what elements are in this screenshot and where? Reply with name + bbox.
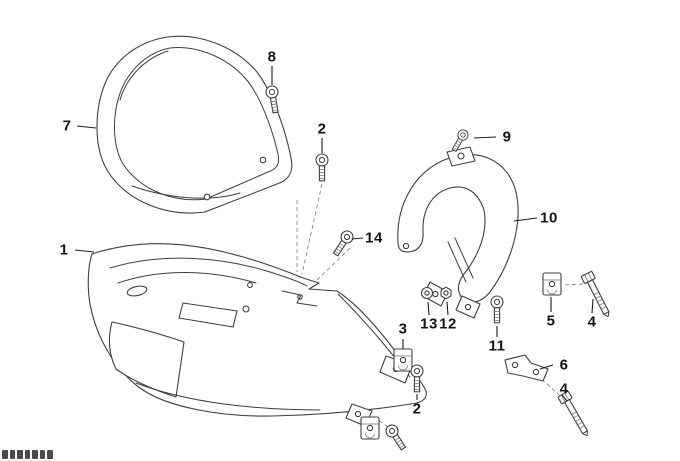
bolt-4-lower-drawing [557, 390, 593, 440]
callout-9: 9 [502, 128, 512, 146]
bolt-4-upper-drawing [580, 270, 615, 320]
nut-12-drawing [440, 286, 452, 300]
screw-14-drawing [330, 228, 356, 259]
bracket-6-drawing [504, 354, 549, 382]
clip-5-drawing [542, 272, 562, 296]
callout-2-upper: 2 [317, 120, 327, 138]
callout-1: 1 [59, 241, 69, 259]
callout-10: 10 [540, 209, 558, 227]
callout-6: 6 [559, 356, 569, 374]
callout-3: 3 [398, 320, 408, 338]
callout-8: 8 [267, 48, 277, 66]
bolt-11-drawing [490, 295, 504, 324]
callout-14: 14 [365, 229, 383, 247]
screw-bottom-drawing [383, 422, 409, 453]
screw-2-upper-drawing [315, 153, 329, 182]
windshield-drawing [96, 35, 293, 214]
carrier-bracket-drawing [397, 146, 519, 319]
callout-leader-lines [74, 66, 594, 402]
clip-bottom-drawing [360, 416, 380, 440]
callout-5: 5 [546, 312, 556, 330]
callout-7: 7 [62, 117, 72, 135]
callout-2-lower: 2 [412, 400, 422, 418]
callout-13: 13 [420, 315, 438, 333]
washer-13-drawing [420, 286, 434, 300]
clip-3-drawing [393, 348, 413, 372]
corner-watermark [2, 450, 53, 459]
fairing-drawing [87, 243, 427, 427]
callout-4-lower: 4 [559, 380, 569, 398]
callout-12: 12 [439, 315, 457, 333]
callout-4-upper: 4 [587, 313, 597, 331]
callout-11: 11 [488, 337, 506, 355]
